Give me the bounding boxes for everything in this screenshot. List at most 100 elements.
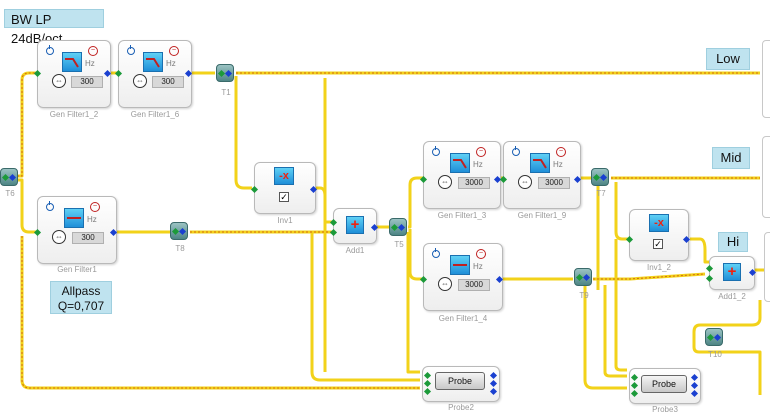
output-pin[interactable] (748, 268, 757, 277)
input-pin-2[interactable] (423, 379, 432, 388)
probe3-label: Probe3 (652, 405, 678, 414)
lowpass-filter-icon[interactable] (62, 52, 82, 72)
allpass-line1: Allpass (61, 284, 101, 298)
lowpass-filter-icon[interactable] (143, 52, 163, 72)
t8-label: T8 (175, 244, 185, 253)
gen-filter1-9-block[interactable]: ~ Hz ⇔ 3000 (499, 141, 582, 209)
output-pin[interactable] (184, 69, 193, 78)
junction-node-t8[interactable] (170, 222, 188, 240)
junction-node-t9[interactable] (574, 268, 592, 286)
unit-label: Hz (473, 262, 483, 271)
add1-2-block[interactable]: + (705, 256, 757, 290)
output-pin[interactable] (682, 235, 691, 244)
power-icon[interactable] (127, 45, 135, 55)
frequency-value[interactable]: 3000 (458, 177, 490, 189)
unit-label: Hz (473, 160, 483, 169)
output-pin[interactable] (599, 173, 608, 182)
gen-filter1-2-block[interactable]: ~ Hz ⇔ 300 (33, 40, 112, 108)
probe3-button[interactable]: Probe (641, 375, 687, 393)
junction-node-t7[interactable] (591, 168, 609, 186)
frequency-knob-icon[interactable]: ⇔ (438, 277, 452, 291)
output-pin[interactable] (370, 223, 379, 232)
add-icon: + (346, 216, 364, 234)
junction-node-t6[interactable] (0, 168, 18, 186)
junction-node-t1[interactable] (216, 64, 234, 82)
lowpass-filter-icon[interactable] (530, 153, 550, 173)
input-pin-3[interactable] (630, 389, 639, 398)
allpass-note: Allpass Q=0,707 (50, 281, 112, 314)
output-pin-1[interactable] (690, 373, 699, 382)
gen-filter1-2-label: Gen Filter1_2 (49, 110, 99, 119)
frequency-value[interactable]: 3000 (458, 279, 490, 291)
waveform-icon: ~ (556, 147, 566, 157)
frequency-value[interactable]: 300 (71, 76, 103, 88)
frequency-knob-icon[interactable]: ⇔ (438, 175, 452, 189)
power-icon[interactable] (46, 45, 54, 55)
probe2-button[interactable]: Probe (435, 372, 485, 390)
input-pin-3[interactable] (423, 387, 432, 396)
allpass-filter-icon[interactable] (450, 255, 470, 275)
invert-icon: -x (274, 167, 294, 185)
unit-label: Hz (87, 215, 97, 224)
output-pin-3[interactable] (690, 389, 699, 398)
output-pin[interactable] (495, 275, 504, 284)
gen-filter1-3-block[interactable]: ~ Hz ⇔ 3000 (419, 141, 502, 209)
output-pin[interactable] (8, 173, 17, 182)
frequency-value[interactable]: 300 (152, 76, 184, 88)
output-pin[interactable] (224, 69, 233, 78)
input-pin-1[interactable] (423, 371, 432, 380)
t7-label: T7 (596, 189, 606, 198)
output-pin-2[interactable] (489, 379, 498, 388)
t5-label: T5 (394, 240, 404, 249)
junction-node-t5[interactable] (389, 218, 407, 236)
allpass-filter-icon[interactable] (64, 208, 84, 228)
frequency-value[interactable]: 3000 (538, 177, 570, 189)
mid-label: Mid (712, 147, 750, 169)
invert-checkbox[interactable]: ✓ (653, 239, 663, 249)
output-pin-1[interactable] (489, 371, 498, 380)
t6-label: T6 (5, 189, 15, 198)
gen-filter1-6-label: Gen Filter1_6 (130, 110, 180, 119)
invert-checkbox[interactable]: ✓ (279, 192, 289, 202)
probe3-block[interactable]: Probe (629, 368, 701, 404)
gen-filter1-4-block[interactable]: ~ Hz ⇔ 3000 (419, 243, 504, 311)
output-pin[interactable] (582, 273, 591, 282)
output-panel-hi[interactable] (764, 232, 770, 302)
output-pin[interactable] (178, 227, 187, 236)
output-pin-3[interactable] (489, 387, 498, 396)
probe2-label: Probe2 (448, 403, 474, 412)
output-pin-2[interactable] (690, 381, 699, 390)
add1-2-label: Add1_2 (718, 292, 746, 301)
input-pin-2[interactable] (630, 381, 639, 390)
power-icon[interactable] (432, 248, 440, 258)
output-panel-low[interactable] (762, 40, 770, 118)
frequency-knob-icon[interactable]: ⇔ (52, 230, 66, 244)
allpass-line2: Q=0,707 (57, 299, 105, 313)
input-pin-1[interactable] (630, 373, 639, 382)
inv1-block[interactable]: -x ✓ (250, 162, 318, 214)
lowpass-filter-icon[interactable] (450, 153, 470, 173)
low-label: Low (706, 48, 750, 70)
junction-node-t10[interactable] (705, 328, 723, 346)
probe2-block[interactable]: Probe (422, 366, 500, 402)
gen-filter1-block[interactable]: ~ Hz ⇔ 300 (33, 196, 118, 264)
output-pin[interactable] (397, 223, 406, 232)
frequency-knob-icon[interactable]: ⇔ (518, 175, 532, 189)
output-panel-mid[interactable] (762, 136, 770, 218)
frequency-knob-icon[interactable]: ⇔ (52, 74, 66, 88)
frequency-value[interactable]: 300 (72, 232, 104, 244)
inv1-2-label: Inv1_2 (646, 263, 672, 272)
output-pin[interactable] (713, 333, 722, 342)
frequency-knob-icon[interactable]: ⇔ (133, 74, 147, 88)
power-icon[interactable] (46, 201, 54, 211)
output-pin[interactable] (573, 175, 582, 184)
inv1-2-block[interactable]: -x ✓ (625, 209, 691, 261)
power-icon[interactable] (512, 146, 520, 156)
output-pin[interactable] (109, 228, 118, 237)
output-pin[interactable] (103, 69, 112, 78)
add1-block[interactable]: + (329, 208, 379, 244)
gen-filter1-6-block[interactable]: ~ Hz ⇔ 300 (114, 40, 193, 108)
output-pin[interactable] (309, 185, 318, 194)
power-icon[interactable] (432, 146, 440, 156)
inv1-label: Inv1 (277, 216, 293, 225)
